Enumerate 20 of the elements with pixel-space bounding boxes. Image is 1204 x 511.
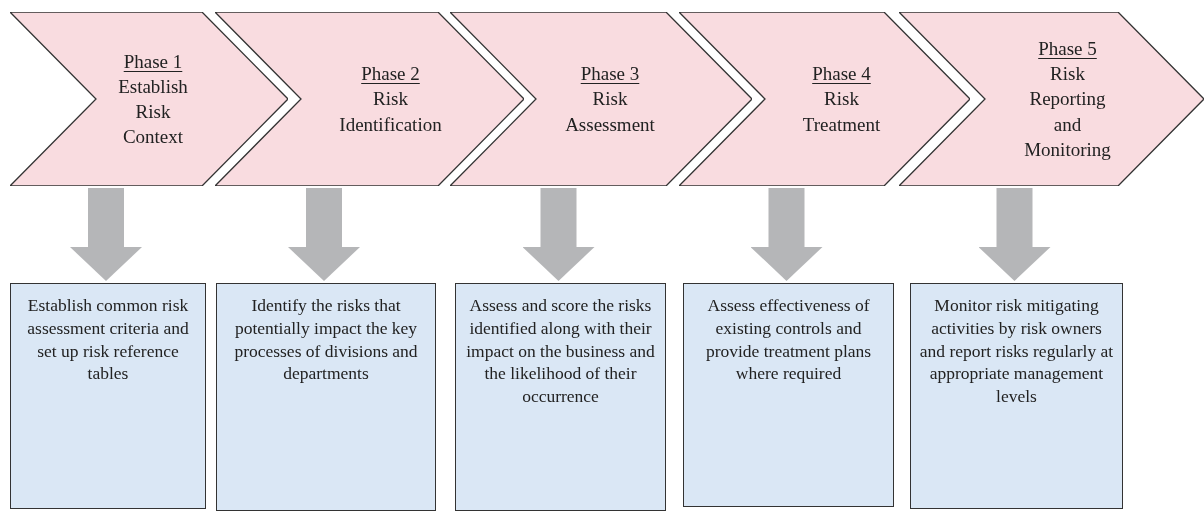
phase-title: Risk Assessment: [564, 87, 656, 137]
phase-title: Establish Risk Context: [117, 74, 189, 150]
down-arrow: [522, 188, 595, 281]
phase-title: Risk Treatment: [801, 87, 882, 137]
down-arrow: [288, 188, 360, 281]
phase-title: Risk Identification: [338, 87, 443, 137]
phase-heading: Phase 2: [361, 62, 420, 87]
description-box: Assess and score the risks identified along with their impact on the business and the likelihood of their occurrence: [455, 283, 666, 511]
phase-heading: Phase 4: [812, 62, 871, 87]
description-box: Establish common risk assessment criteria and set up risk reference tables: [10, 283, 206, 509]
phase-heading: Phase 1: [123, 49, 183, 74]
description-box: Identify the risks that potentially impact the key processes of divisions and departments: [216, 283, 436, 511]
phase-heading: Phase 3: [580, 62, 640, 87]
phase-heading: Phase 5: [1038, 37, 1097, 62]
down-arrow: [70, 188, 142, 281]
description-box: Monitor risk mitigating activities by risk owners and report risks regularly at appropriate management levels: [910, 283, 1123, 509]
description-box: Assess effectiveness of existing controls and provide treatment plans where required: [683, 283, 894, 507]
down-arrow: [978, 188, 1051, 281]
down-arrow: [750, 188, 823, 281]
phase-title: Risk Reporting and Monitoring: [1023, 62, 1112, 162]
